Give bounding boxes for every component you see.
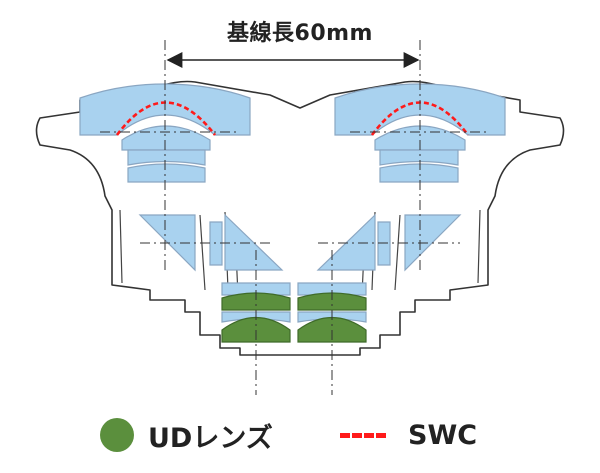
inner-frame-left xyxy=(119,209,239,296)
inner-frame-right xyxy=(361,209,481,296)
legend-ud-label: UDレンズ xyxy=(148,422,273,454)
right-middle-lenses xyxy=(379,149,459,183)
left-prism-lower xyxy=(224,213,284,271)
left-ud-lens-1 xyxy=(221,292,291,311)
swc-dashed-line-icon xyxy=(340,432,386,438)
left-objective-inner-lens xyxy=(121,125,211,151)
right-lens-doublet-a xyxy=(379,149,459,166)
left-eyepiece-top-lens xyxy=(221,282,291,296)
ud-circle-icon xyxy=(100,418,134,452)
housing-outline xyxy=(35,80,565,356)
legend-swc-label: SWC xyxy=(408,419,478,451)
left-lens-doublet-a xyxy=(127,149,206,166)
legend: UDレンズ SWC xyxy=(0,410,600,460)
left-lens-doublet-b xyxy=(127,163,206,183)
right-ud-lens-2 xyxy=(297,317,367,343)
optical-axes xyxy=(100,40,490,395)
baseline-title: 基線長60mm xyxy=(227,21,373,46)
right-lens-doublet-b xyxy=(379,163,459,183)
right-eyepiece xyxy=(297,282,367,343)
right-eyepiece-top-lens xyxy=(297,282,367,296)
left-middle-lenses xyxy=(127,149,206,183)
legend-swc: SWC xyxy=(340,410,477,460)
left-ud-lens-2 xyxy=(221,317,291,343)
right-ud-lens-1 xyxy=(297,292,367,311)
legend-ud: UDレンズ xyxy=(100,410,273,460)
left-eyepiece xyxy=(221,282,291,343)
